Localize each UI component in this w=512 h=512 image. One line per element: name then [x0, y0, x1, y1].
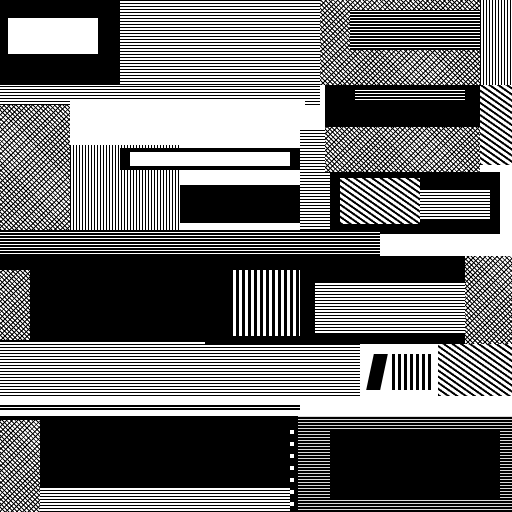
glitch-block — [290, 430, 294, 512]
glitch-block — [380, 234, 512, 256]
glitch-block — [0, 404, 300, 410]
glitch-block — [0, 256, 205, 342]
glitch-block — [480, 85, 512, 165]
glitch-block — [8, 18, 98, 54]
glitch-block — [480, 0, 512, 85]
glitch-block — [330, 430, 500, 500]
glitch-block — [325, 127, 480, 172]
glitch-block — [420, 190, 490, 220]
glitch-block — [70, 100, 305, 145]
glitch-block — [392, 354, 434, 390]
glitch-block — [438, 344, 512, 396]
glitch-block — [120, 0, 320, 85]
glitch-block — [355, 88, 465, 102]
glitch-block — [230, 270, 300, 336]
glitch-block — [130, 152, 290, 166]
glitch-block — [0, 420, 40, 512]
glitch-block — [465, 256, 512, 344]
glitch-block — [0, 270, 30, 340]
glitch-block — [40, 488, 290, 512]
glitch-block — [315, 282, 465, 334]
glitch-block — [350, 10, 490, 50]
glitch-block — [0, 344, 360, 396]
glitch-block — [0, 230, 380, 256]
glitch-block — [340, 178, 420, 224]
glitch-block — [180, 185, 300, 223]
